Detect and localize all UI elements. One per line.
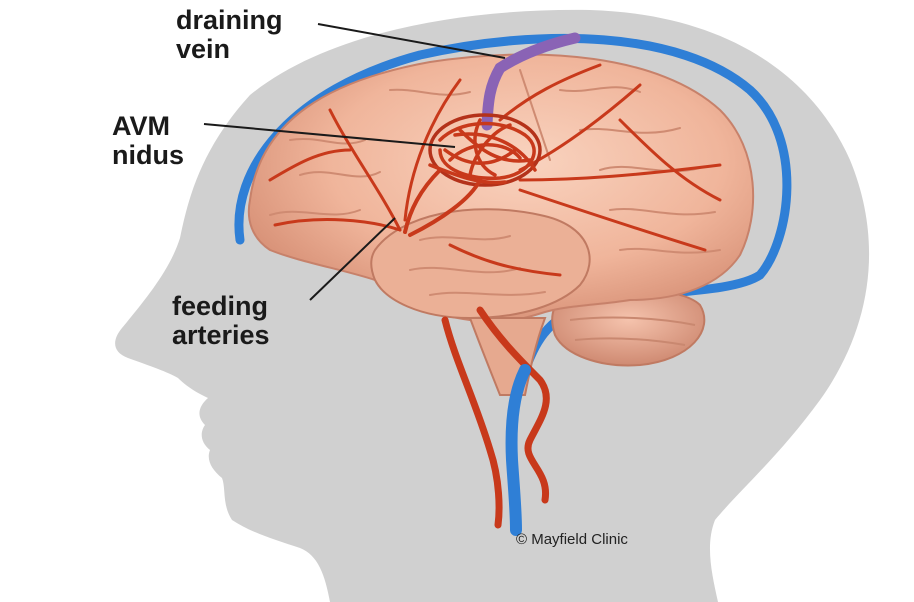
label-feeding-arteries-line1: feeding: [172, 291, 269, 321]
label-avm-nidus-line2: nidus: [112, 140, 184, 171]
label-draining-vein: draining vein: [176, 5, 283, 65]
avm-nidus: [428, 113, 542, 187]
cortical-arteries: [268, 63, 722, 277]
label-feeding-arteries-line2: arteries: [172, 320, 270, 351]
label-avm-nidus-line1: AVM: [112, 111, 170, 141]
jugular-vein: [505, 364, 531, 536]
draining-vein: [481, 32, 581, 131]
label-avm-nidus: AVM nidus: [112, 111, 184, 171]
copyright-notice: © Mayfield Clinic: [516, 531, 628, 548]
neck-arteries: [441, 306, 550, 529]
temporal-lobe: [370, 208, 591, 320]
leader-lines: [203, 23, 506, 301]
label-draining-vein-line2: vein: [176, 34, 231, 65]
feeding-artery: [403, 168, 442, 234]
label-draining-vein-line1: draining: [176, 5, 283, 35]
label-feeding-arteries: feeding arteries: [172, 291, 270, 351]
